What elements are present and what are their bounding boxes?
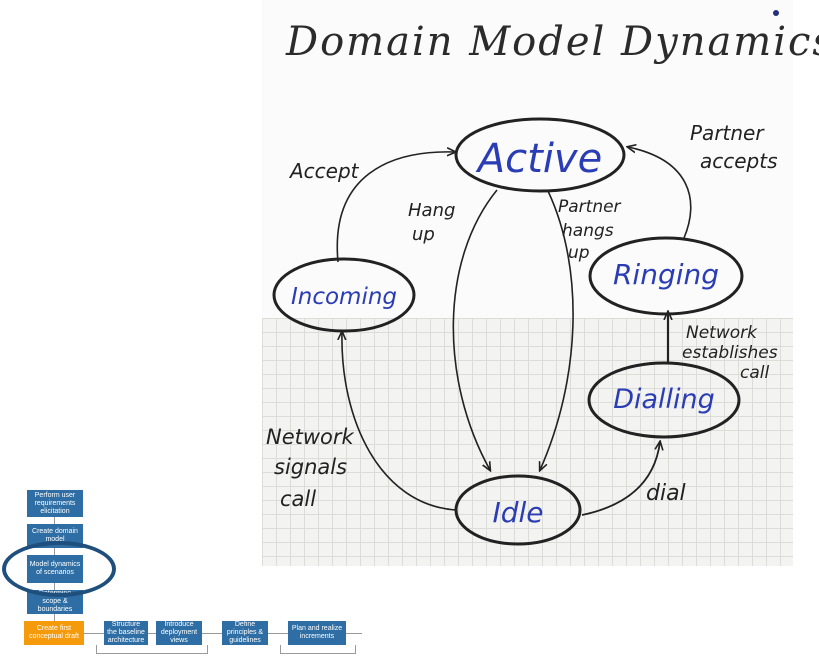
label-network-establishes-line2: establishes — [682, 343, 778, 363]
edge-dial — [581, 442, 660, 516]
state-ringing: Ringing — [588, 236, 744, 316]
state-idle-label: Idle — [492, 496, 543, 529]
label-partner-accepts-line1: Partner — [690, 121, 765, 145]
step-first-conceptual-draft[interactable]: Create first conceptual draft — [24, 621, 84, 645]
flow-arrow-9 — [346, 633, 362, 634]
state-dialling: Dialling — [587, 361, 741, 439]
label-network-establishes: Network establishes call — [682, 323, 783, 383]
edge-partner-accepts — [628, 147, 692, 239]
state-idle: Idle — [454, 474, 582, 546]
label-hang-up-line1: Hang — [408, 200, 455, 221]
flow-arrow-1 — [54, 517, 55, 524]
flow-arrow-8 — [268, 633, 288, 634]
label-dial: dial — [646, 481, 686, 506]
highlight-ellipse — [2, 541, 116, 597]
step-introduce-deployment-label: Introduce deployment views — [160, 621, 198, 644]
step-perform-elicitation-label: Perform user requirements elicitation — [34, 491, 76, 515]
flow-arrow-5 — [84, 633, 104, 634]
diagram-title: Domain Model Dynamics — [285, 19, 819, 65]
label-partner-hangs-up-line1: Partner — [558, 197, 622, 217]
edge-hang-up — [452, 189, 498, 470]
step-first-conceptual-draft-label: Create first conceptual draft — [29, 625, 79, 640]
state-active: Active — [454, 117, 626, 193]
step-perform-elicitation[interactable]: Perform user requirements elicitation — [27, 490, 83, 517]
step-structure-architecture[interactable]: Structure the baseline architecture — [104, 621, 148, 645]
state-ringing-label: Ringing — [613, 258, 719, 291]
flow-arrow-6 — [148, 633, 156, 634]
label-network-establishes-line1: Network — [686, 323, 758, 343]
label-partner-hangs-up-line2: hangs — [562, 221, 614, 241]
flow-loop-2 — [280, 645, 356, 654]
step-define-principles[interactable]: Define principles & guidelines — [222, 621, 268, 645]
step-introduce-deployment[interactable]: Introduce deployment views — [156, 621, 202, 645]
label-hang-up: Hang up — [408, 200, 461, 245]
state-active-label: Active — [475, 136, 602, 182]
label-network-signals: Network signals call — [266, 425, 360, 511]
edge-network-signals — [342, 332, 457, 511]
edge-accept — [336, 152, 455, 263]
state-incoming-label: Incoming — [291, 284, 397, 310]
state-dialling-label: Dialling — [613, 384, 715, 415]
step-create-domain-model-label: Create domain model — [32, 528, 78, 543]
step-plan-increments[interactable]: Plan and realize increments — [288, 621, 346, 645]
state-incoming: Incoming — [272, 257, 416, 333]
label-network-signals-line1: Network — [266, 425, 355, 449]
label-network-signals-line3: call — [280, 487, 316, 511]
label-partner-hangs-up: Partner hangs up — [558, 197, 626, 263]
flow-loop-1 — [96, 645, 208, 654]
label-network-establishes-line3: call — [740, 363, 769, 383]
label-partner-accepts-line2: accepts — [700, 149, 778, 173]
label-partner-hangs-up-line3: up — [568, 243, 590, 263]
step-plan-increments-label: Plan and realize increments — [291, 625, 343, 640]
state-dialling-outline — [587, 361, 741, 439]
label-partner-accepts: Partner accepts — [690, 121, 778, 173]
step-structure-architecture-label: Structure the baseline architecture — [107, 621, 145, 644]
grid-paper — [262, 318, 793, 566]
edge-partner-hangs-up — [540, 190, 574, 470]
step-define-principles-label: Define principles & guidelines — [226, 621, 264, 644]
flow-arrow-4 — [54, 614, 55, 621]
ink-dot — [773, 10, 779, 16]
flow-arrow-7 — [202, 633, 222, 634]
label-network-signals-line2: signals — [274, 455, 347, 479]
label-hang-up-line2: up — [412, 224, 435, 245]
label-accept: Accept — [288, 159, 360, 183]
